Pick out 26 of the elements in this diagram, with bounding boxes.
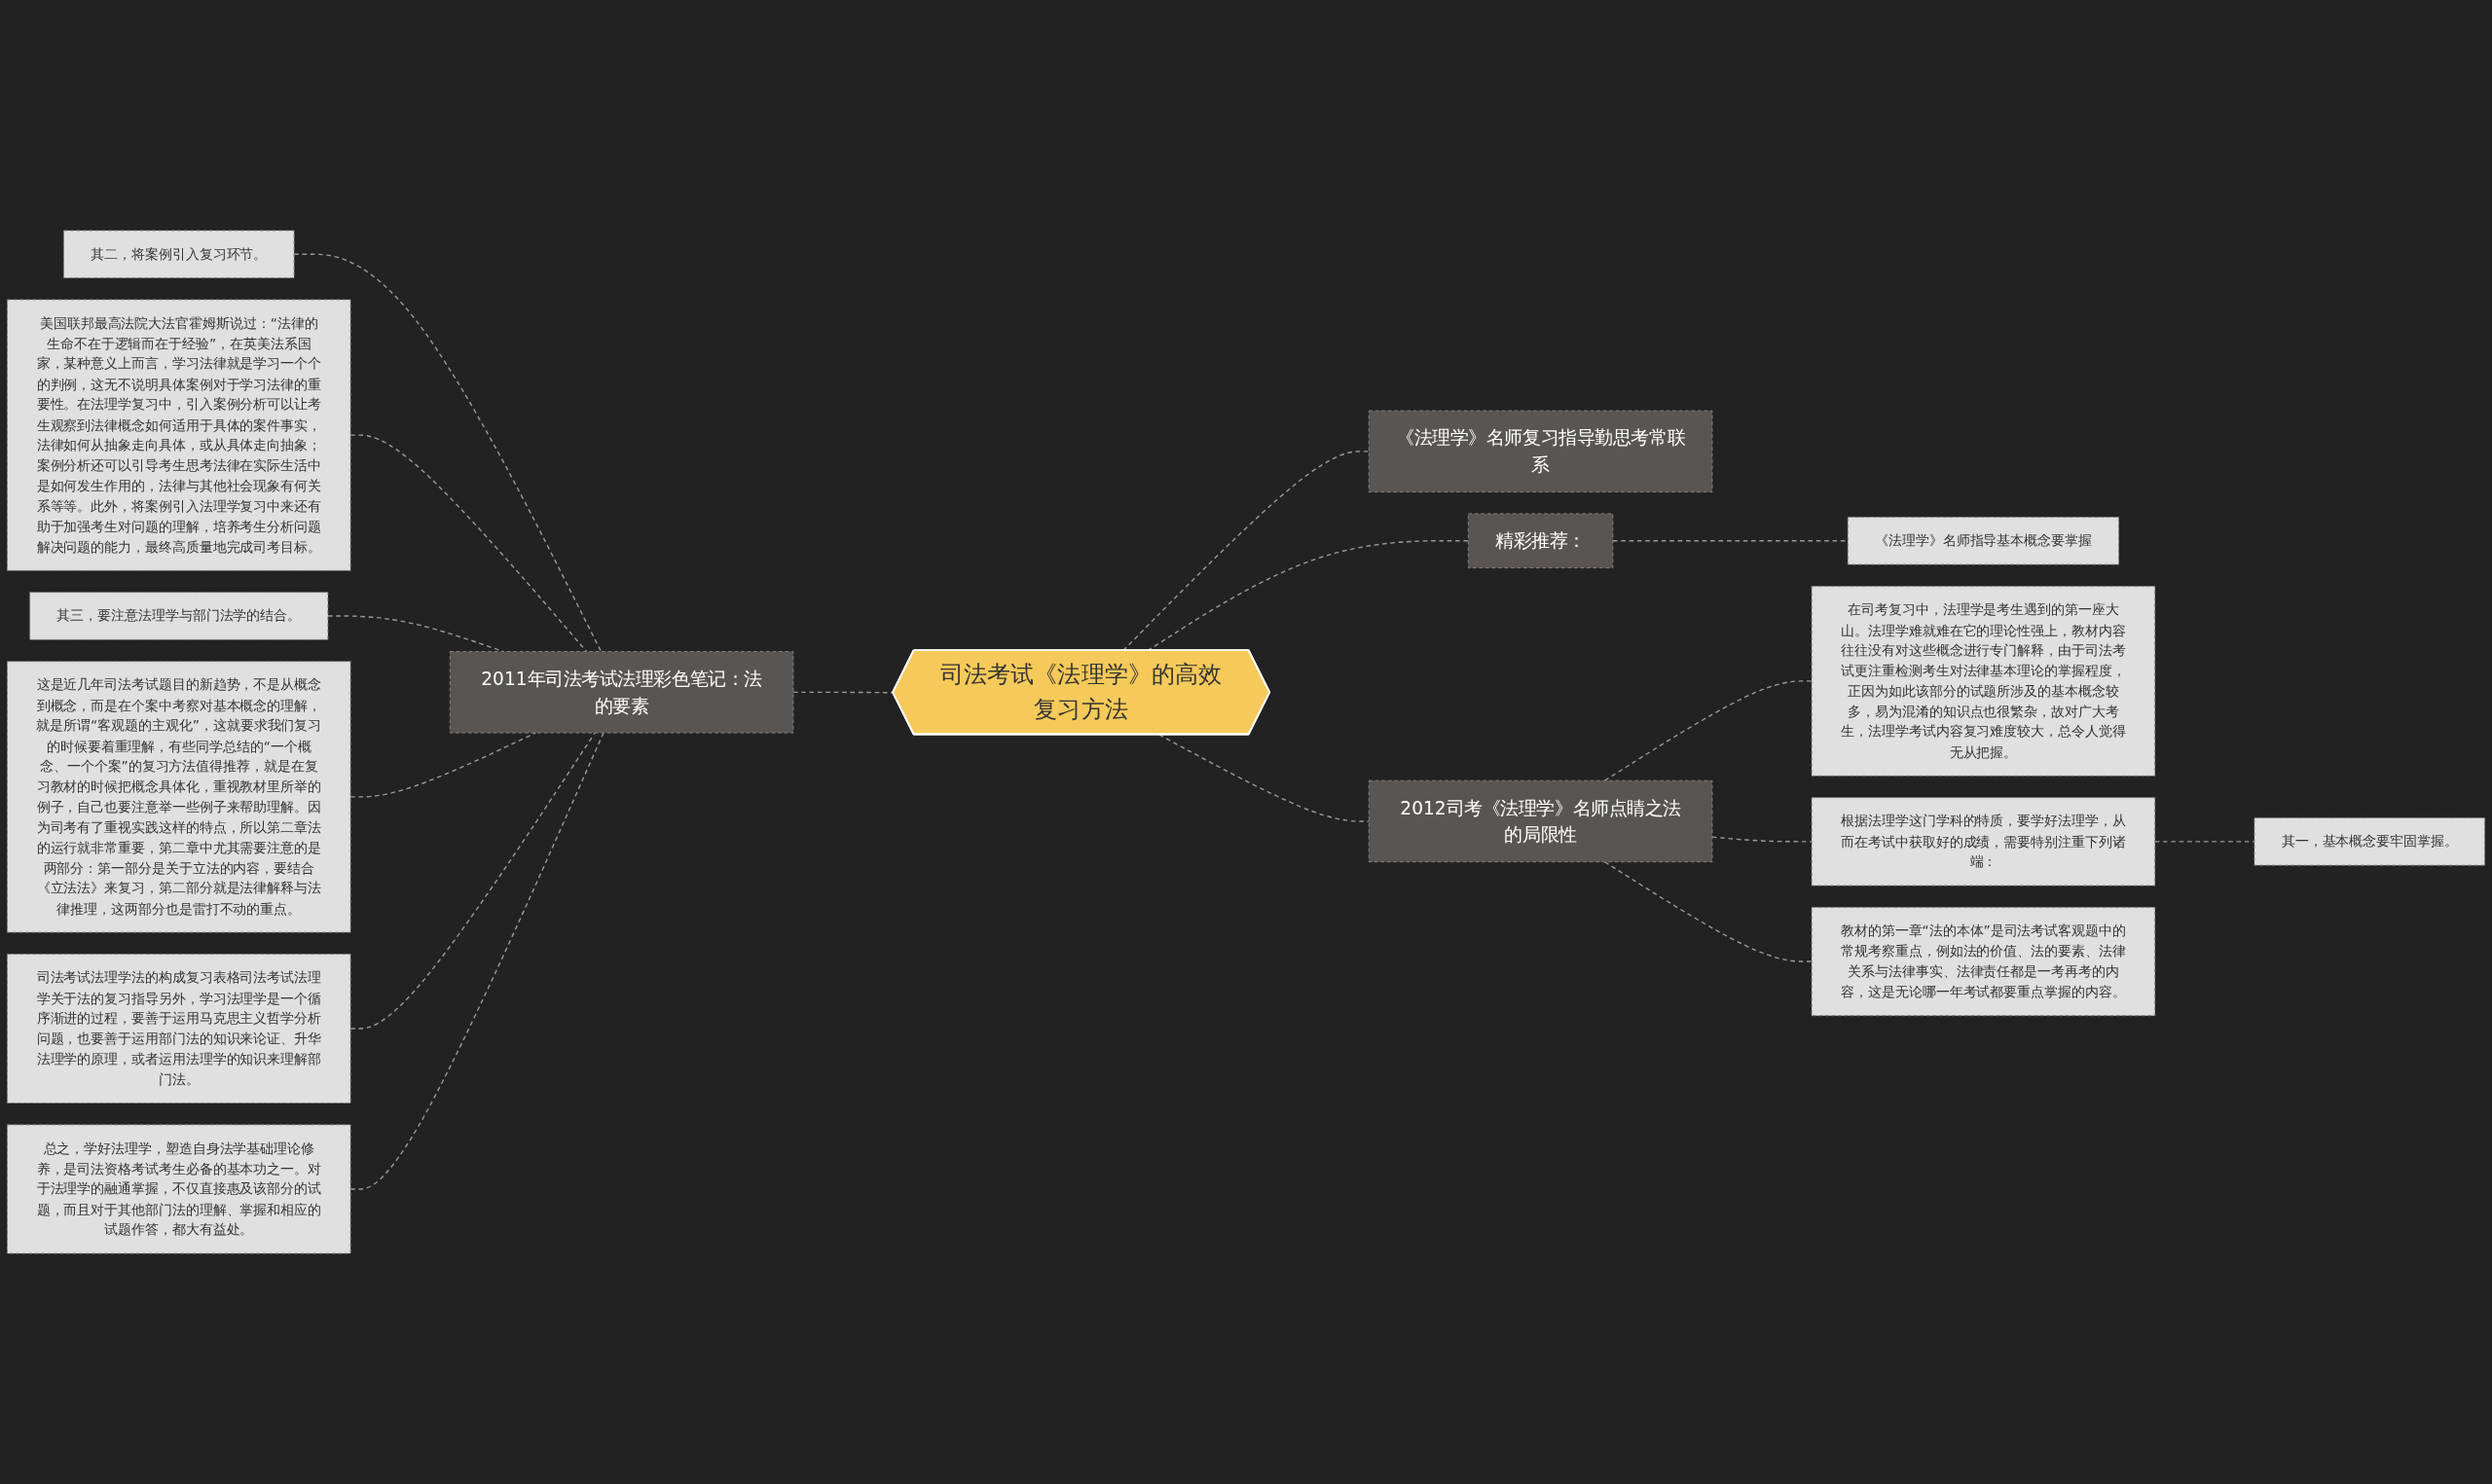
connector <box>1122 451 1370 652</box>
connector <box>349 732 596 1030</box>
node-box: 《法理学》名师复习指导勤思考常联系 <box>1368 410 1713 493</box>
node-box: 其二，将案例引入复习环节。 <box>62 230 295 279</box>
connector <box>1711 836 1813 843</box>
connector <box>792 691 895 694</box>
node-box: 《法理学》名师指导基本概念要掌握 <box>1847 516 2120 565</box>
connector <box>1603 680 1813 781</box>
connector <box>1147 540 1470 652</box>
node-box: 总之，学好法理学，塑造自身法学基础理论修养，是司法资格考试考生必备的基本功之一。对于法理学的融通掌握，不仅直接惠及该部分的试题，而且对于其他部门法的理解、掌握和相应的试题作答，都大有益处。 <box>6 1124 351 1254</box>
connector <box>1158 734 1370 822</box>
node-box: 司法考试法理学法的构成复习表格司法考试法理学关于法的复习指导另外，学习法理学是一个循序渐进的过程，要善于运用马克思主义哲学分析问题，也要善于运用部门法的知识来论证、升华法理学的原理，或者运用法理学的知识来理解部门法。 <box>6 953 351 1104</box>
node-box: 其一，基本概念要牢固掌握。 <box>2254 817 2486 866</box>
connector <box>293 253 603 653</box>
node-box: 教材的第一章“法的本体”是司法考试客观题中的常规考察重点，例如法的价值、法的要素、法律关系与法律事实、法律责任都是一考再考的内容，这是无论哪一年考试都要重点掌握的内容。 <box>1811 906 2156 1017</box>
node-box: 在司考复习中，法理学是考生遇到的第一座大山。法理学难就难在它的理论性强上，教材内容往往没有对这些概念进行专门解释，由于司法考试更注重检测考生对法律基本理论的掌握程度，正因为如此该部分的试题所涉及的基本概念较多，易为混淆的知识点也很繁杂，故对广大考生，法理学考试内容复习难度较大，总令人觉得无从把握。 <box>1811 585 2156 777</box>
node-box: 2012司考《法理学》名师点睛之法的局限性 <box>1368 779 1713 863</box>
node-box: 美国联邦最高法院大法官霍姆斯说过：“法律的生命不在于逻辑而在于经验”，在英美法系国家，某种意义上而言，学习法律就是学习一个个的判例，这无不说明具体案例对于学习法律的重要性。在法理学复习中，引入案例分析可以让考生观察到法律概念如何适用于具体的案件事实，法律如何从抽象走向具体，或从具体走向抽象；案例分析还可以引导考生思考法律在实际生活中是如何发生作用的，法律与其他社会现象有何关系等等。此外，将案例引入法理学复习中来还有助于加强考生对问题的理解，培养考生分析问题解决问题的能力，最终高质量地完成司考目标。 <box>6 299 351 571</box>
node-box: 其三，要注意法理学与部门法学的结合。 <box>29 592 329 640</box>
connector <box>349 732 605 1190</box>
connector <box>1603 861 1813 962</box>
node-box: 根据法理学这门学科的特质，要学好法理学，从而在考试中获取好的成绩，需要特别注重下列诸端： <box>1811 797 2156 887</box>
node-box: 精彩推荐： <box>1467 513 1614 569</box>
node-box: 2011年司法考试法理彩色笔记：法的要素 <box>449 651 794 734</box>
connector <box>349 434 588 653</box>
node-box: 这是近几年司法考试题目的新趋势，不是从概念到概念，而是在个案中考察对基本概念的理解，就是所谓“客观题的主观化”，这就要求我们复习的时候要着重理解，有些同学总结的“一个概念、一个个案”的复习方法值得推荐，就是在复习教材的时候把概念具体化，重视教材里所举的例子，自己也要注意举一些例子来帮助理解。因为司考有了重视实践这样的特点，所以第二章法的运行就非常重要，第二章中尤其需要注意的是两部分：第一部分是关于立法的内容，要结合《立法法》来复习，第二部分就是法律解释与法律推理，这两部分也是雷打不动的重点。 <box>6 661 351 933</box>
